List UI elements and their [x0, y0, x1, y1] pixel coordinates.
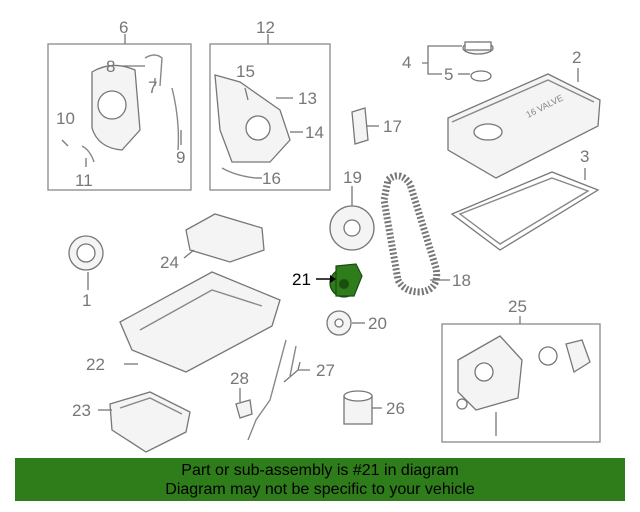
- callout-8: 8: [106, 57, 115, 76]
- crankshaft-sprocket: [326, 310, 365, 336]
- cover-hole: [97, 90, 127, 120]
- front-case-bore: [245, 115, 271, 141]
- callout-1: 1: [82, 291, 91, 310]
- callout-28: 28: [230, 369, 249, 388]
- callout-6: 6: [119, 18, 128, 37]
- callout-4: 4: [402, 53, 411, 72]
- callout-26: 26: [386, 399, 405, 418]
- engine-bracket: [351, 107, 369, 145]
- callout-18: 18: [452, 271, 471, 290]
- crankshaft-pulley: [68, 235, 104, 290]
- upper-oil-pan: [119, 271, 281, 373]
- oil-filler-cap-group: [422, 41, 494, 82]
- oil-filter: [343, 390, 382, 425]
- callout-25: 25: [508, 297, 527, 316]
- banner-line-1: Part or sub-assembly is #21 in diagram: [181, 462, 459, 479]
- callout-19: 19: [343, 168, 362, 187]
- banner-line-2: Diagram may not be specific to your vehi…: [165, 481, 475, 498]
- callout-5: 5: [444, 65, 453, 84]
- rocker-cover: 16 VALVE: [447, 68, 601, 179]
- case-gasket: [221, 167, 257, 179]
- rocker-cover-gasket: [450, 171, 600, 251]
- timing-belt: [380, 172, 441, 296]
- callout-23: 23: [72, 401, 91, 420]
- front-case-group: [209, 34, 331, 191]
- cap-gasket: [470, 70, 492, 82]
- callout-20: 20: [368, 314, 387, 333]
- cover-seal-9: [171, 87, 180, 151]
- timing-belt-tensioner-highlighted: [316, 263, 363, 298]
- oil-pump-group: [441, 316, 601, 443]
- notice-banner: Part or sub-assembly is #21 in diagram D…: [15, 458, 625, 501]
- timing-cover-group: [47, 34, 192, 191]
- callout-10: 10: [56, 109, 75, 128]
- callout-2: 2: [572, 48, 581, 67]
- callout-17: 17: [383, 117, 402, 136]
- callout-24: 24: [160, 253, 179, 272]
- cover-seal-7: [144, 54, 163, 87]
- oil-baffle-plate: [185, 213, 265, 263]
- dipstick-assembly: [235, 339, 310, 441]
- lower-oil-pan: [98, 391, 191, 453]
- callout-11: 11: [75, 171, 93, 190]
- callout-14: 14: [305, 123, 324, 142]
- callout-13: 13: [298, 89, 317, 108]
- callout-7: 7: [148, 78, 157, 97]
- callout-22: 22: [86, 355, 105, 374]
- callout-12: 12: [256, 18, 275, 37]
- cover-gasket-11: [81, 145, 95, 163]
- callout-21: 21: [292, 270, 311, 289]
- callout-27: 27: [316, 361, 335, 380]
- callout-15: 15: [236, 62, 255, 81]
- callout-9: 9: [176, 148, 185, 167]
- callout-16: 16: [262, 169, 281, 188]
- camshaft-sprocket: [329, 186, 375, 251]
- callout-3: 3: [580, 147, 589, 166]
